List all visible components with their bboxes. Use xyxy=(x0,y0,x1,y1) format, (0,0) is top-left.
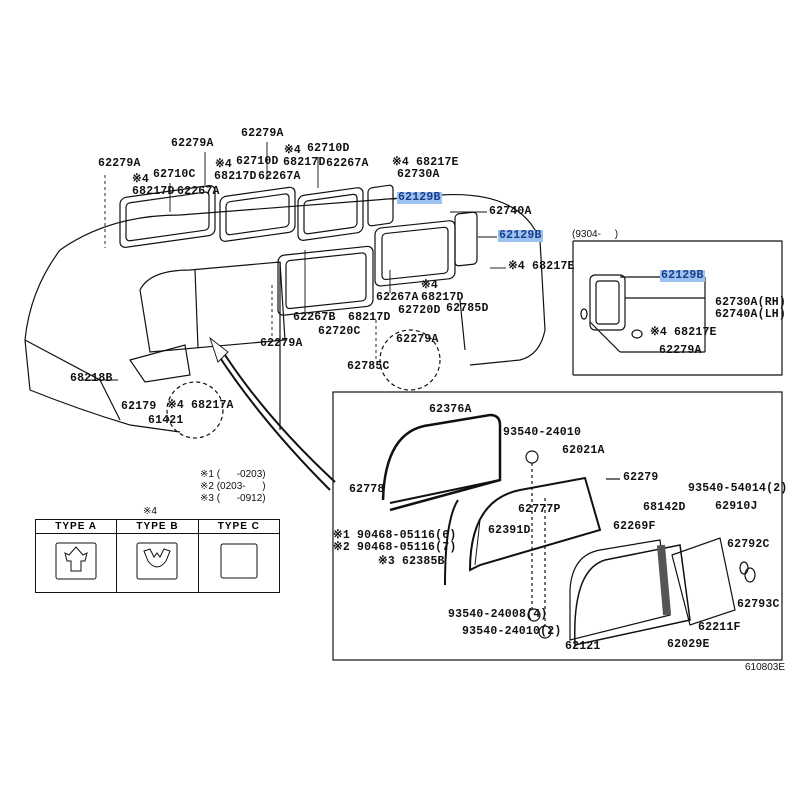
part-label[interactable]: 62269F xyxy=(613,520,656,533)
part-label[interactable]: 62279A xyxy=(260,337,303,350)
clip-type-a-icon xyxy=(55,542,97,579)
diagram-id: 610803E xyxy=(745,662,786,673)
part-label[interactable]: 62279A xyxy=(241,127,284,140)
part-label[interactable]: 62021A xyxy=(562,444,605,457)
footnote-ref: ※4 xyxy=(132,173,149,186)
part-label[interactable]: 62391D xyxy=(488,524,531,537)
part-label[interactable]: 93540-54014(2) xyxy=(688,482,788,495)
highlighted-part-label[interactable]: 62129B xyxy=(397,191,442,204)
part-label[interactable]: 62720D xyxy=(398,304,441,317)
part-label[interactable]: 62777P xyxy=(518,503,561,516)
part-label[interactable]: 68142D xyxy=(643,501,686,514)
inset-box xyxy=(572,240,783,376)
part-label[interactable]: 68217D xyxy=(421,291,464,304)
part-label[interactable]: 62785C xyxy=(347,360,390,373)
type-c-header: TYPE C xyxy=(197,519,281,534)
part-label[interactable]: ※4 68217E xyxy=(508,260,575,273)
part-label[interactable]: 62267A xyxy=(326,157,369,170)
highlighted-part-label[interactable]: 62129B xyxy=(660,269,705,282)
part-label[interactable]: 62720C xyxy=(318,325,361,338)
part-label[interactable]: 62710D xyxy=(236,155,279,168)
part-label[interactable]: 62121 xyxy=(565,640,601,653)
footnote-ref: ※4 xyxy=(421,279,438,292)
part-label[interactable]: ※3 62385B xyxy=(378,555,445,568)
part-label[interactable]: ※4 68217E xyxy=(650,326,717,339)
part-label[interactable]: 62267A xyxy=(177,185,220,198)
part-label[interactable]: ※4 68217A xyxy=(167,399,234,412)
part-label[interactable]: 62267B xyxy=(293,311,336,324)
leader-lines xyxy=(82,142,506,491)
footnote: ※2 (0203- ) xyxy=(200,481,266,492)
part-label[interactable]: 62279A xyxy=(98,157,141,170)
part-label[interactable]: 62279 xyxy=(623,471,659,484)
part-label[interactable]: 68218B xyxy=(70,372,113,385)
footnote: ※1 ( -0203) xyxy=(200,469,266,480)
part-label[interactable]: 62279A xyxy=(659,344,702,357)
part-label[interactable]: 62710C xyxy=(153,168,196,181)
footnote-ref: ※4 xyxy=(215,158,232,171)
part-label[interactable]: 68217D xyxy=(132,185,175,198)
part-label[interactable]: ※1 90468-05116(6) xyxy=(333,529,457,542)
part-label[interactable]: 62740A xyxy=(489,205,532,218)
part-label[interactable]: 93540-24010(2) xyxy=(462,625,562,638)
part-label[interactable]: 62029E xyxy=(667,638,710,651)
part-label[interactable]: 62211F xyxy=(698,621,741,634)
van-body xyxy=(24,193,546,439)
type-b-header: TYPE B xyxy=(116,519,199,534)
part-label[interactable]: 62730A xyxy=(397,168,440,181)
part-label[interactable]: 61421 xyxy=(148,414,184,427)
part-label[interactable]: 62279A xyxy=(396,333,439,346)
part-label[interactable]: 68217D xyxy=(348,311,391,324)
part-label[interactable]: 62710D xyxy=(307,142,350,155)
part-label[interactable]: 62179 xyxy=(121,400,157,413)
part-label[interactable]: 68217D xyxy=(214,170,257,183)
part-label[interactable]: 62910J xyxy=(715,500,758,513)
part-label[interactable]: 68217D xyxy=(283,156,326,169)
part-label[interactable]: 93540-24008(4) xyxy=(448,608,548,621)
part-label[interactable]: 62730A(RH) xyxy=(715,296,787,309)
clip-type-c-icon xyxy=(220,543,258,578)
part-label[interactable]: 93540-24010 xyxy=(503,426,582,439)
part-label[interactable]: 62267A xyxy=(258,170,301,183)
type-a-header: TYPE A xyxy=(34,519,118,534)
part-label[interactable]: 62785D xyxy=(446,302,489,315)
clip-type-b-icon xyxy=(136,542,178,579)
part-label[interactable]: 62793C xyxy=(737,598,780,611)
roof-windows xyxy=(119,184,478,316)
clip-types-table: TYPE A TYPE B TYPE C xyxy=(34,519,281,593)
part-label[interactable]: 62267A xyxy=(376,291,419,304)
part-label[interactable]: 62740A(LH) xyxy=(715,308,787,321)
part-label[interactable]: 62279A xyxy=(171,137,214,150)
part-label[interactable]: 62376A xyxy=(429,403,472,416)
highlighted-part-label[interactable]: 62129B xyxy=(498,229,543,242)
footnote: ※3 ( -0912) xyxy=(200,493,266,504)
detail-box xyxy=(332,391,783,661)
part-label[interactable]: 62778 xyxy=(349,483,385,496)
footnote-ref: ※4 xyxy=(284,144,301,157)
inset-date-range: (9304- ) xyxy=(572,229,619,240)
clip-types-ref: ※4 xyxy=(143,506,157,517)
part-label[interactable]: ※2 90468-05116(7) xyxy=(333,541,457,554)
part-label[interactable]: ※4 68217E xyxy=(392,156,459,169)
part-label[interactable]: 62792C xyxy=(727,538,770,551)
